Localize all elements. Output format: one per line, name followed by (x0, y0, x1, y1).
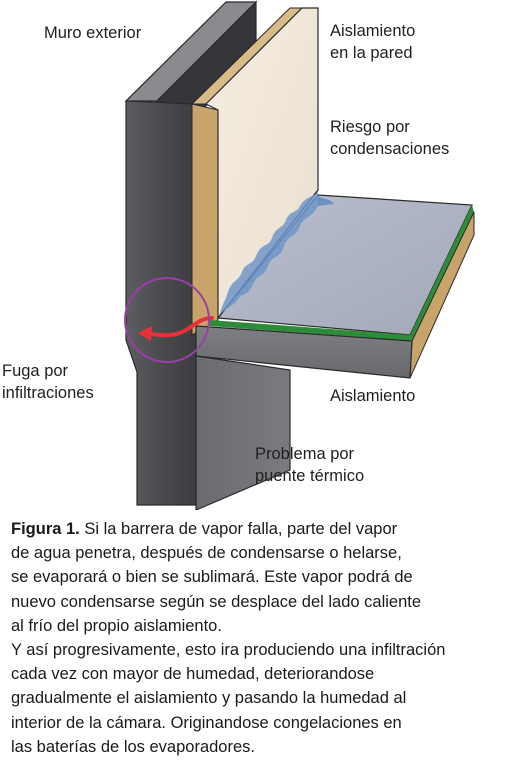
caption-text: Si la barrera de vapor falla, parte del … (79, 520, 398, 538)
label-line: puente térmico (255, 467, 365, 485)
caption-line: Y así progresivamente, esto ira producie… (11, 641, 446, 660)
label-wall-insulation: Aislamiento en la pared (330, 20, 415, 64)
condensation-stain-floor (318, 196, 334, 206)
label-line: infiltraciones (2, 384, 94, 402)
caption-line: cada vez con mayor de humedad, deteriora… (11, 665, 375, 684)
figure-label: Figura 1. (11, 520, 80, 538)
caption-line: Figura 1. Si la barrera de vapor falla, … (11, 517, 511, 541)
figure-caption: Figura 1. Si la barrera de vapor falla, … (11, 517, 511, 759)
label-line: Riesgo por (330, 118, 410, 136)
condensation-stain (220, 192, 318, 314)
caption-line: gradualmente el aislamiento y pasando la… (11, 689, 407, 708)
leak-arrow (148, 316, 214, 338)
label-condensation-risk: Riesgo por condensaciones (330, 116, 449, 160)
leak-arrow-head (138, 326, 152, 341)
caption-line: se evaporará o bien se sublimará. Este v… (11, 568, 413, 587)
label-line: condensaciones (330, 140, 450, 158)
label-infiltration-leak: Fuga por infiltraciones (2, 360, 94, 404)
exterior-wall-front (125, 100, 197, 506)
leak-highlight-circle (124, 277, 210, 363)
vapor-barrier-edge (210, 320, 412, 341)
label-exterior-wall: Muro exterior (44, 24, 142, 42)
vapor-barrier-edge-right (410, 205, 474, 341)
label-line: Aislamiento (330, 22, 416, 40)
caption-line: nuevo condensarse según se desplace del … (11, 592, 422, 611)
label-insulation: Aislamiento (330, 387, 416, 405)
caption-line: las baterías de los evaporadores. (11, 737, 255, 756)
floor-slab-front (195, 325, 413, 379)
label-line: Fuga por (2, 362, 69, 380)
label-line: Problema por (255, 445, 355, 463)
caption-line: de agua penetra, después de condensarse … (11, 544, 402, 563)
caption-line: al frío del propio aislamiento. (11, 616, 222, 635)
thermal-bridge-diagram (124, 0, 475, 510)
label-thermal-bridge: Problema por puente térmico (255, 443, 364, 487)
caption-line: interior de la cámara. Originandose cong… (11, 713, 402, 732)
wall-insulation-front (191, 103, 219, 336)
label-line: en la pared (330, 44, 413, 62)
